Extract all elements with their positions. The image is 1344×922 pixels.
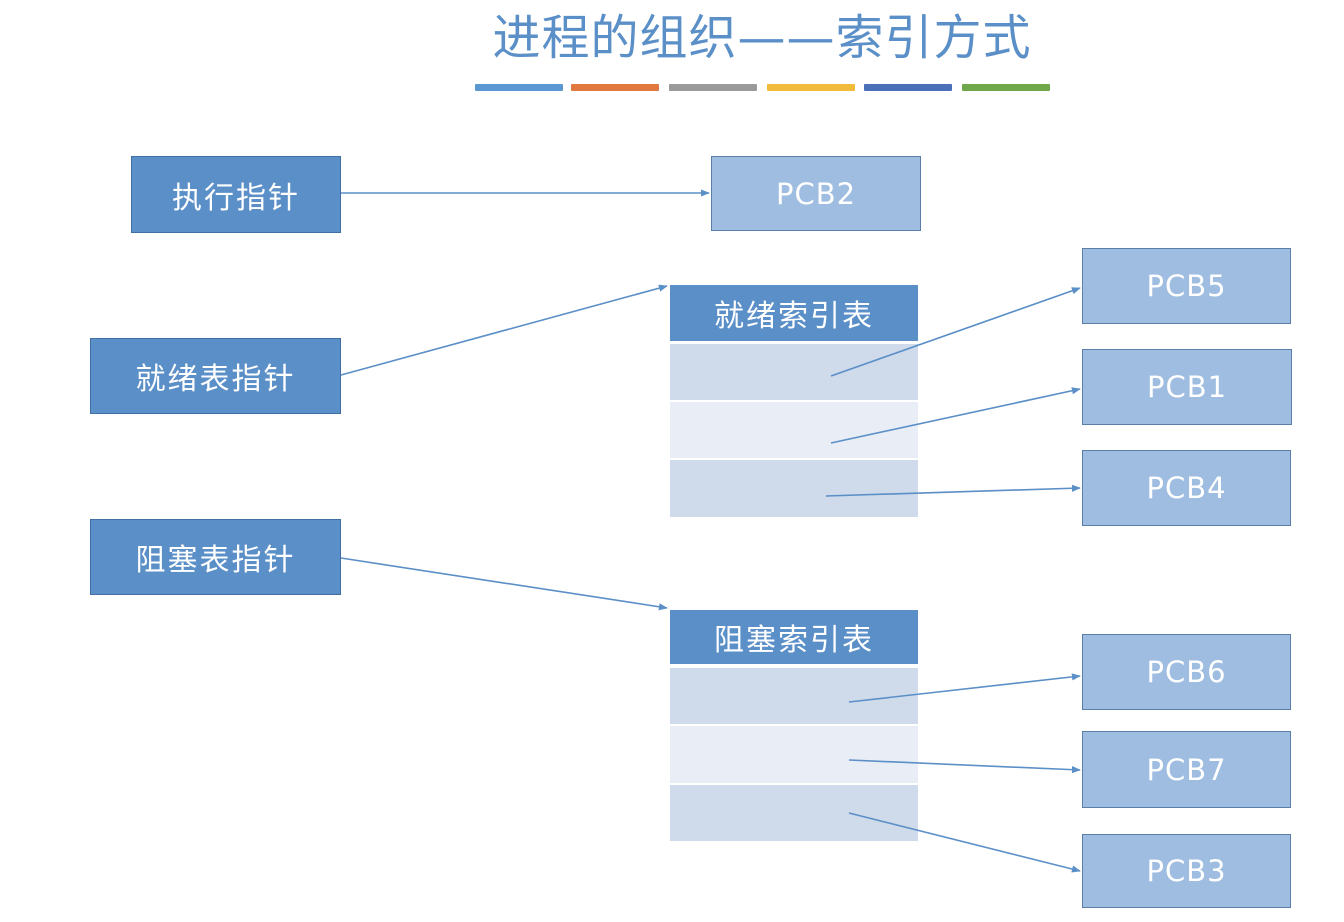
ready-pointer-box: 就绪表指针: [90, 338, 341, 414]
exec-pointer-box: 执行指针: [131, 156, 341, 233]
pcb-ready-3: PCB4: [1082, 450, 1291, 526]
pcb-label: PCB4: [1146, 471, 1227, 505]
arrow-blocked-pointer-to-table: [340, 557, 668, 611]
pcb-label: PCB2: [775, 176, 857, 211]
pcb-label: PCB3: [1146, 854, 1227, 888]
ready-index-row: [670, 344, 918, 400]
pcb-blocked-2: PCB7: [1082, 731, 1291, 808]
blocked-index-row: [670, 668, 918, 724]
blocked-index-table-header: 阻塞索引表: [670, 610, 918, 664]
page-title: 进程的组织——索引方式: [492, 10, 1032, 66]
arrow-ready-pointer-to-table: [340, 284, 668, 376]
pcb-ready-2: PCB1: [1082, 349, 1292, 425]
ready-index-table-header: 就绪索引表: [670, 285, 918, 341]
pcb-blocked-3: PCB3: [1082, 834, 1291, 908]
blocked-pointer-label: 阻塞表指针: [135, 543, 296, 578]
pcb-label: PCB6: [1146, 655, 1227, 689]
exec-pointer-label: 执行指针: [172, 180, 300, 216]
blocked-pointer-box: 阻塞表指针: [90, 519, 341, 595]
blocked-index-table-title: 阻塞索引表: [714, 623, 874, 658]
ready-index-row: [670, 402, 918, 458]
pcb-label: PCB5: [1146, 269, 1227, 303]
pcb-ready-1: PCB5: [1082, 248, 1291, 324]
color-bar-segment: [571, 84, 659, 91]
color-bar-segment: [669, 84, 757, 91]
color-bar-segment: [767, 84, 855, 91]
blocked-index-row: [670, 726, 918, 783]
ready-index-row: [670, 460, 918, 517]
pcb-blocked-1: PCB6: [1082, 634, 1291, 710]
ready-index-table-title: 就绪索引表: [714, 299, 874, 334]
color-bar-segment: [475, 84, 563, 91]
color-bar-segment: [864, 84, 952, 91]
pcb-running: PCB2: [711, 156, 921, 231]
color-bar-segment: [962, 84, 1050, 91]
blocked-index-row: [670, 785, 918, 841]
ready-pointer-label: 就绪表指针: [135, 362, 296, 397]
pcb-label: PCB7: [1146, 752, 1227, 787]
pcb-label: PCB1: [1146, 370, 1228, 404]
